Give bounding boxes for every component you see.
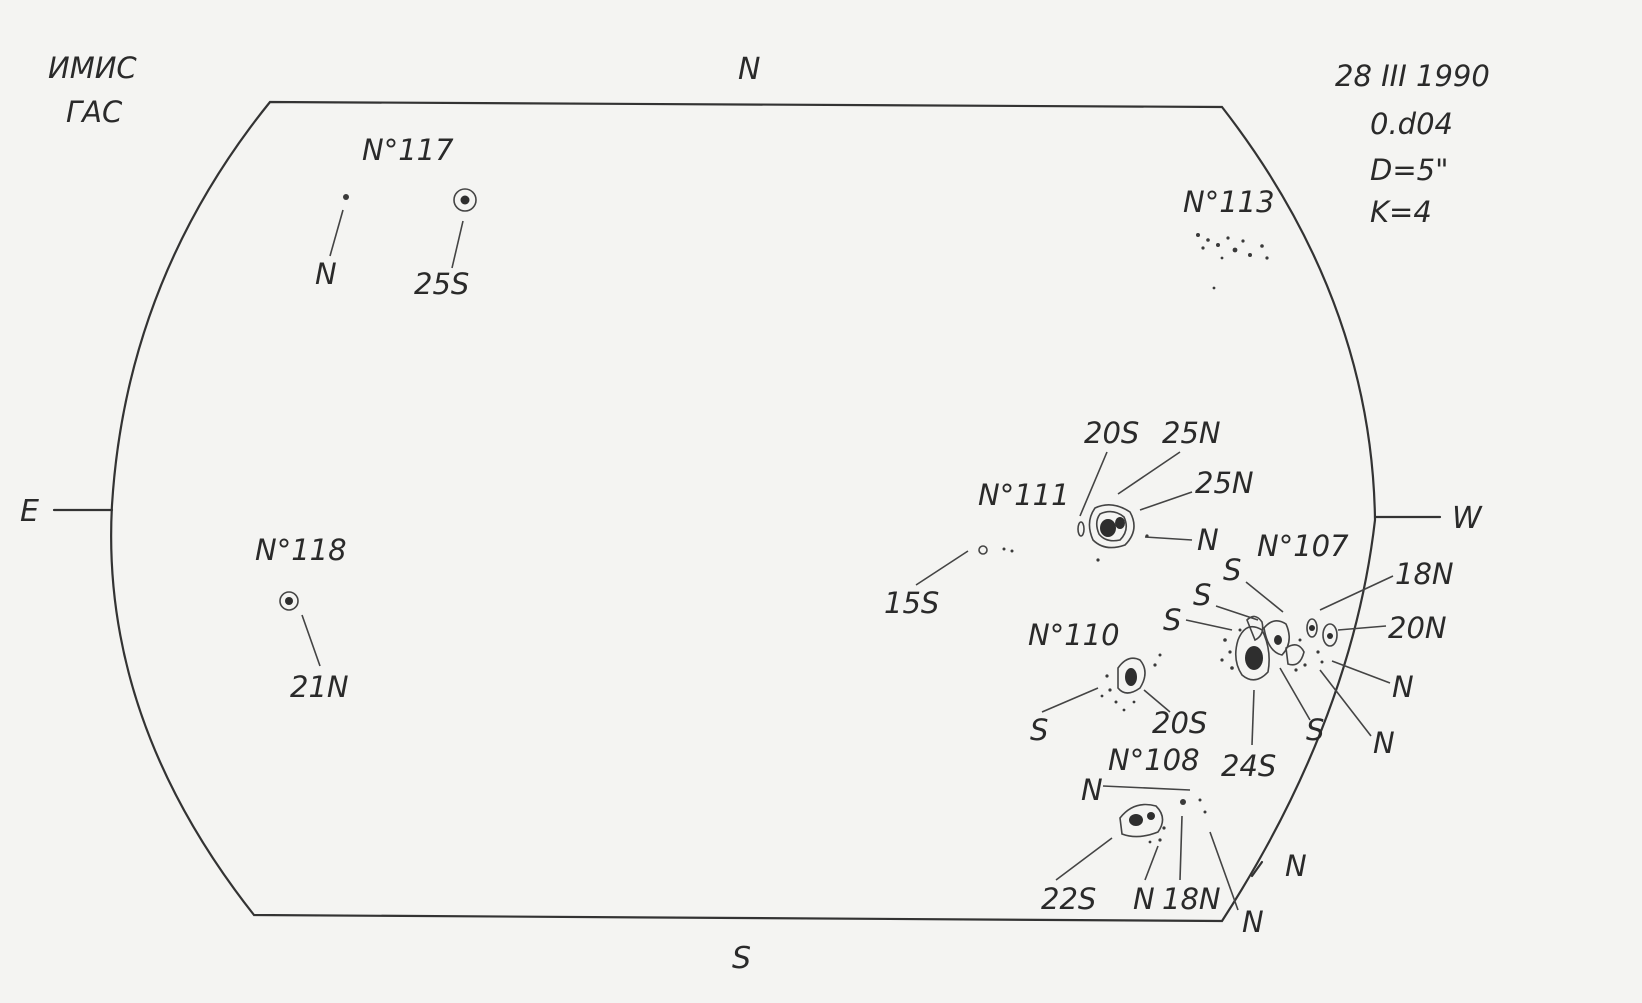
group-111-field-15s: 15S	[884, 586, 939, 620]
group-108-n-line	[1102, 785, 1191, 791]
group-110-leader-s	[1041, 687, 1099, 713]
group-111-leader-n	[1144, 536, 1193, 541]
group-117-leader-25s	[451, 220, 464, 269]
observatory-name: ИМИС	[48, 51, 137, 85]
group-107-leader-s4	[1279, 667, 1311, 721]
group-108-spots	[1119, 798, 1207, 844]
group-118-label: N°118	[255, 533, 347, 567]
group-111-main-spot	[1077, 504, 1149, 562]
group-110-field-20s: 20S	[1152, 706, 1207, 740]
group-110-label: N°110	[1028, 618, 1120, 652]
group-111-label: N°111	[978, 478, 1070, 512]
group-108-limb-spot	[1250, 860, 1264, 878]
group-107-leader-n1	[1331, 660, 1391, 684]
group-107-leader-20n	[1337, 625, 1387, 631]
seeing-quality: K=4	[1370, 195, 1432, 229]
group-108-field-22s: 22S	[1041, 882, 1096, 916]
group-117-small-spot	[343, 194, 349, 200]
image-diameter: D=5"	[1370, 153, 1448, 187]
group-118-umbra	[285, 597, 293, 605]
group-107-leader-s1	[1245, 581, 1284, 613]
east-label: E	[20, 494, 39, 529]
group-107-pole-n1: N	[1392, 670, 1414, 704]
group-107-leader-s3	[1185, 619, 1233, 631]
group-107-label: N°107	[1257, 529, 1349, 563]
group-108-leader-18n	[1179, 815, 1183, 881]
group-107-leader-18n	[1319, 575, 1394, 611]
south-label: S	[732, 941, 751, 976]
group-110-spots	[1100, 653, 1162, 712]
group-107-s1: S	[1223, 553, 1241, 587]
group-111-leader-25n-b	[1139, 491, 1193, 511]
group-108-leader-n-mid	[1144, 845, 1159, 881]
group-111-field-20s: 20S	[1084, 416, 1139, 450]
observatory-subname: ГАС	[66, 95, 123, 129]
group-107-leader-24s	[1251, 689, 1255, 746]
group-117-penumbra	[453, 188, 477, 212]
group-111-leader-25n-a	[1117, 451, 1181, 495]
group-111-field-25n-b: 25N	[1195, 466, 1254, 500]
solar-disk-outline	[110, 100, 1377, 923]
group-117-field-25s: 25S	[414, 267, 469, 301]
group-110-pole-s: S	[1030, 713, 1048, 747]
observation-date: 28 III 1990	[1335, 59, 1490, 93]
group-111-leader-15s	[915, 550, 969, 586]
group-111-pore-15s	[978, 545, 1014, 555]
group-118-leader	[301, 614, 321, 667]
group-111-leader-20s	[1079, 451, 1108, 517]
group-107-spots	[1220, 615, 1338, 681]
group-113-pores	[1196, 233, 1269, 290]
group-110-leader-20s	[1143, 689, 1171, 713]
group-108-pole-n-edge1: N	[1285, 849, 1307, 883]
group-107-field-18n: 18N	[1395, 557, 1454, 591]
group-118-field-21n: 21N	[290, 670, 349, 704]
group-117-label: N°117	[362, 133, 454, 167]
group-107-field-20n: 20N	[1388, 611, 1447, 645]
group-108-pole-n-mid: N	[1133, 882, 1155, 916]
group-117-pole-n: N	[315, 257, 337, 291]
group-108-leader-22s	[1055, 837, 1113, 881]
observation-time: 0.d04	[1370, 107, 1453, 141]
group-108-leader-n-edge2	[1209, 831, 1239, 911]
group-107-field-24s: 24S	[1221, 749, 1276, 783]
group-113-label: N°113	[1183, 185, 1275, 219]
west-label: W	[1452, 501, 1483, 536]
group-108-field-18n: 18N	[1162, 882, 1221, 916]
group-108-pole-n-edge2: N	[1242, 905, 1264, 939]
group-107-leader-n2	[1319, 669, 1372, 737]
group-107-s2: S	[1193, 578, 1211, 612]
group-111-field-25n-a: 25N	[1162, 416, 1221, 450]
group-118-penumbra	[279, 591, 299, 611]
group-107-s3: S	[1163, 603, 1181, 637]
north-label: N	[738, 52, 760, 87]
group-117-leader-n	[329, 209, 344, 257]
group-107-s4: S	[1306, 713, 1324, 747]
group-111-pole-n: N	[1197, 523, 1219, 557]
group-117-umbra	[460, 195, 470, 205]
group-107-leader-s2	[1215, 605, 1259, 621]
group-107-pole-n2: N	[1373, 726, 1395, 760]
group-108-pole-n-top: N	[1081, 773, 1103, 807]
group-108-label: N°108	[1108, 743, 1200, 777]
